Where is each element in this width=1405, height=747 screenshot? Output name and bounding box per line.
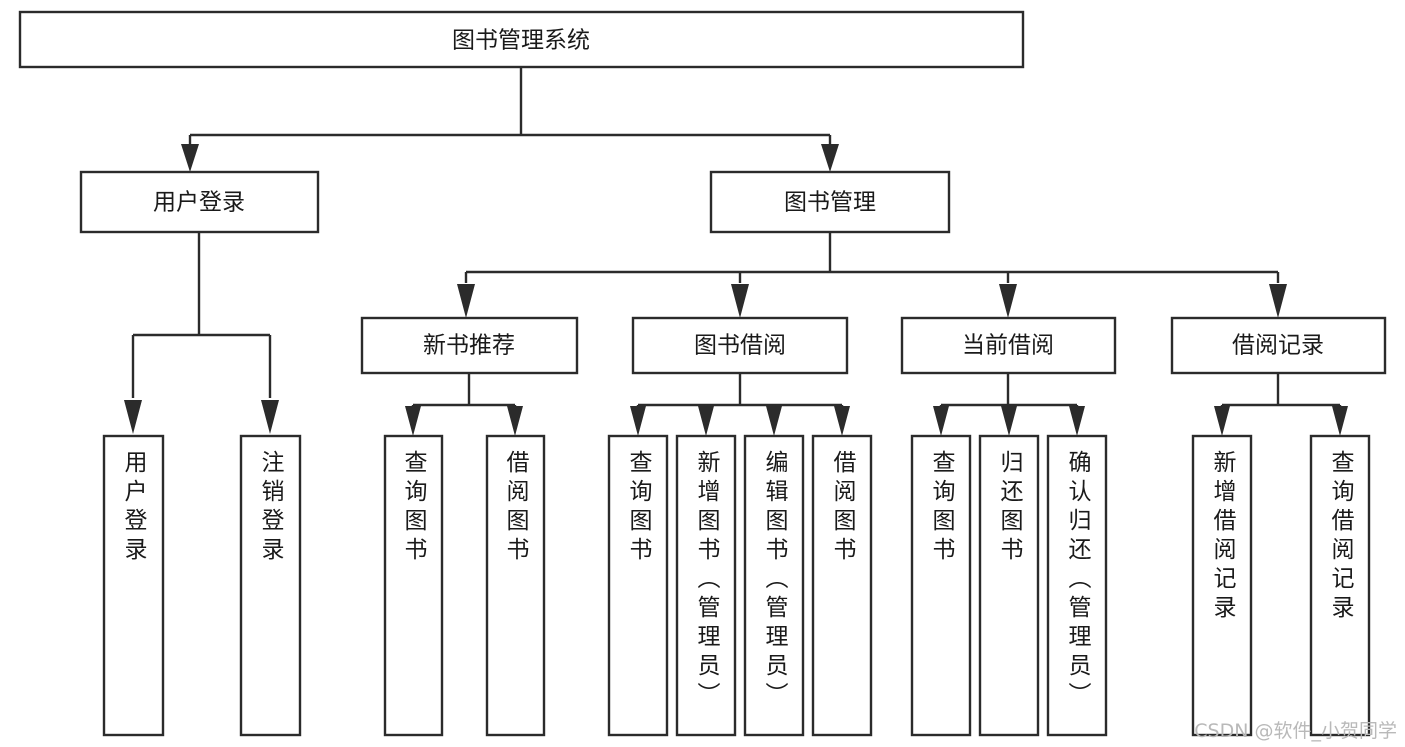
leaf-borrow-add-book-label: 新增图书（管理员） [693,450,721,711]
leaf-borrow-edit-book-label: 编辑图书（管理员） [761,450,789,711]
leaf-borrow-borrow-book-box[interactable] [811,434,873,737]
arrowhead-leaf-borrowrecord-2 [1332,406,1348,436]
leaf-record-add-label: 新增借阅记录 [1209,450,1237,624]
arrowhead-leaf-borrowrecord-1 [1214,406,1230,436]
arrowhead-leaf-currentborrow-3 [1069,406,1085,436]
arrowhead-leaf-newbook-1 [405,406,421,436]
node-root-label: 图书管理系统 [452,28,590,54]
arrowhead-leaf-borrowbook-1 [630,406,646,436]
leaf-borrow-borrow-book-label: 借阅图书 [829,450,857,566]
arrowhead-leaf-user-login-2 [261,400,279,434]
leaf-current-query-book-label: 查询图书 [928,450,956,566]
leaf-current-query-book[interactable]: 查询图书 [910,434,972,737]
arrowhead-leaf-borrowbook-4 [834,406,850,436]
leaf-user-login-login-box[interactable] [102,434,165,737]
leaf-new-book-query-box[interactable] [383,434,444,737]
node-book-borrow-label: 图书借阅 [694,333,786,359]
node-user-login-label: 用户登录 [153,190,245,216]
leaf-current-confirm-return-label: 确认归还（管理员） [1064,450,1092,711]
arrowhead-borrow-book [731,284,749,318]
node-new-book-recommend[interactable]: 新书推荐 [360,316,579,375]
arrowhead-leaf-borrowbook-3 [766,406,782,436]
leaf-user-login-logout[interactable]: 注销登录 [239,434,302,737]
arrowhead-borrow-record [1269,284,1287,318]
node-borrow-record-label: 借阅记录 [1232,333,1324,359]
arrowhead-user-login [181,144,199,172]
arrowhead-leaf-currentborrow-2 [1001,406,1017,436]
leaf-borrow-borrow-book[interactable]: 借阅图书 [811,434,873,737]
node-new-book-recommend-label: 新书推荐 [423,333,515,359]
leaf-record-add[interactable]: 新增借阅记录 [1191,434,1253,737]
arrowhead-leaf-newbook-2 [507,406,523,436]
leaf-record-add-box[interactable] [1191,434,1253,737]
leaf-user-login-logout-label: 注销登录 [257,450,285,566]
node-book-borrow-box[interactable] [631,316,849,375]
leaf-current-confirm-return[interactable]: 确认归还（管理员） [1046,434,1108,737]
node-book-borrow[interactable]: 图书借阅 [631,316,849,375]
leaf-record-query-box[interactable] [1309,434,1371,737]
node-current-borrow-box[interactable] [900,316,1117,375]
leaf-user-login-login[interactable]: 用户登录 [102,434,165,737]
leaf-user-login-logout-box[interactable] [239,434,302,737]
node-user-login[interactable]: 用户登录 [79,170,320,234]
leaf-borrow-query-book-box[interactable] [607,434,669,737]
leaf-record-query-label: 查询借阅记录 [1327,450,1355,624]
leaf-user-login-login-label: 用户登录 [120,450,148,566]
leaf-current-query-book-box[interactable] [910,434,972,737]
leaf-record-query[interactable]: 查询借阅记录 [1309,434,1371,737]
node-new-book-recommend-box[interactable] [360,316,579,375]
leaf-new-book-query[interactable]: 查询图书 [383,434,444,737]
leaf-borrow-edit-book-box[interactable] [743,434,805,737]
node-root[interactable]: 图书管理系统 [18,10,1025,69]
leaf-new-book-borrow[interactable]: 借阅图书 [485,434,546,737]
node-current-borrow[interactable]: 当前借阅 [900,316,1117,375]
node-book-management[interactable]: 图书管理 [709,170,951,234]
connector-layer [124,67,1348,436]
leaf-new-book-query-label: 查询图书 [400,450,428,566]
arrowhead-leaf-borrowbook-2 [698,406,714,436]
leaf-current-return-book-label: 归还图书 [996,450,1024,566]
leaf-borrow-add-book-box[interactable] [675,434,737,737]
node-book-management-label: 图书管理 [784,190,876,216]
leaf-current-return-book[interactable]: 归还图书 [978,434,1040,737]
leaf-current-confirm-return-box[interactable] [1046,434,1108,737]
leaf-borrow-add-book[interactable]: 新增图书（管理员） [675,434,737,737]
leaf-new-book-borrow-label: 借阅图书 [502,450,530,566]
node-book-management-box[interactable] [709,170,951,234]
leaf-borrow-edit-book[interactable]: 编辑图书（管理员） [743,434,805,737]
arrowhead-leaf-currentborrow-1 [933,406,949,436]
node-user-login-box[interactable] [79,170,320,234]
arrowhead-book-mgmt [821,144,839,172]
arrowhead-leaf-user-login-1 [124,400,142,434]
leaf-new-book-borrow-box[interactable] [485,434,546,737]
leaf-borrow-query-book-label: 查询图书 [625,450,653,566]
node-root-box[interactable] [18,10,1025,69]
node-borrow-record[interactable]: 借阅记录 [1170,316,1387,375]
arrowhead-current-borrow [999,284,1017,318]
node-current-borrow-label: 当前借阅 [962,333,1054,359]
node-borrow-record-box[interactable] [1170,316,1387,375]
leaf-borrow-query-book[interactable]: 查询图书 [607,434,669,737]
arrowhead-new-book [457,284,475,318]
leaf-current-return-book-box[interactable] [978,434,1040,737]
